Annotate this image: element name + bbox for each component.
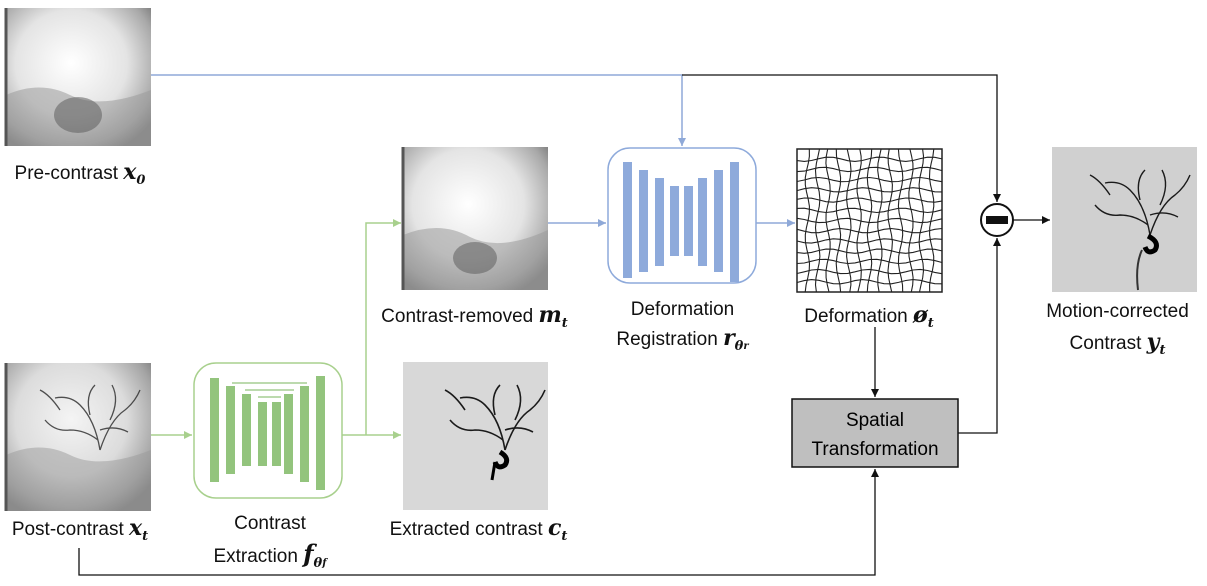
grid-col-11 xyxy=(908,148,914,293)
green-layer-4 xyxy=(272,402,281,466)
grid-col-12 xyxy=(918,148,925,293)
label-motion-corrected: Motion-corrected Contrast yt xyxy=(1046,301,1189,358)
extracted-contrast-image xyxy=(403,362,548,510)
grid-col-9 xyxy=(887,148,893,293)
grid-col-2 xyxy=(814,148,821,293)
subtract-operator xyxy=(980,203,1014,237)
green-layer-7 xyxy=(316,376,325,490)
grid-row-10 xyxy=(796,248,943,254)
contrast-removed-image xyxy=(401,147,548,290)
edge-extraction-to-removed xyxy=(365,219,401,435)
spatial-transformation-box xyxy=(791,398,959,468)
green-layer-3 xyxy=(258,402,267,466)
blue-layer-4 xyxy=(684,186,693,256)
blue-layer-6 xyxy=(714,170,723,272)
label-post-contrast: Post-contrast xt xyxy=(11,515,149,544)
pre-contrast-image xyxy=(4,8,151,146)
grid-col-7 xyxy=(866,148,873,293)
edge-spatial-to-subtract xyxy=(958,238,1001,434)
spatial-transformation-line1: Spatial xyxy=(846,410,904,431)
grid-col-6 xyxy=(856,148,862,293)
label-deformation: Deformation øt xyxy=(804,302,934,331)
blue-layer-3 xyxy=(670,186,679,256)
grid-row-13 xyxy=(796,279,943,285)
grid-col-10 xyxy=(897,148,904,293)
contrast-extraction-network xyxy=(193,362,343,499)
blue-layer-2 xyxy=(655,178,664,266)
green-layer-0 xyxy=(210,378,219,482)
edge-precontrast-to-subtract xyxy=(682,74,1001,202)
grid-col-4 xyxy=(835,148,842,293)
label-pre-contrast: Pre-contrast x0 xyxy=(14,159,146,188)
grid-row-5 xyxy=(796,197,943,203)
grid-row-3 xyxy=(796,176,943,183)
blue-layer-7 xyxy=(730,162,739,282)
grid-row-6 xyxy=(796,207,943,214)
grid-col-3 xyxy=(825,148,831,293)
grid-row-11 xyxy=(796,258,943,265)
grid-row-12 xyxy=(796,268,943,275)
grid-row-8 xyxy=(796,227,943,234)
grid-col-5 xyxy=(846,148,852,293)
blue-layer-1 xyxy=(639,170,648,272)
blue-layer-5 xyxy=(698,178,707,266)
green-layer-1 xyxy=(226,386,235,474)
edge-post-to-spatial xyxy=(78,469,879,576)
edge-precontrast-to-registration xyxy=(151,74,686,146)
grid-row-1 xyxy=(796,156,943,162)
deformation-field-image xyxy=(796,148,943,293)
green-layer-2 xyxy=(242,394,251,466)
grid-row-9 xyxy=(796,238,943,244)
label-extracted-contrast: Extracted contrast ct xyxy=(389,515,568,544)
label-contrast-extraction: Contrast Extraction fθf xyxy=(213,513,327,571)
label-deformation-registration: Deformation Registration rθr xyxy=(616,299,749,354)
post-contrast-image xyxy=(4,363,151,511)
motion-corrected-image xyxy=(1052,147,1197,292)
grid-col-8 xyxy=(877,148,883,293)
deformation-registration-network xyxy=(607,147,757,284)
label-contrast-removed: Contrast-removed mt xyxy=(381,302,568,331)
grid-row-4 xyxy=(796,187,943,193)
green-layer-5 xyxy=(284,394,293,474)
grid-row-2 xyxy=(796,166,943,173)
grid-col-13 xyxy=(928,148,935,293)
green-layer-6 xyxy=(300,386,309,482)
blue-layer-0 xyxy=(623,162,632,278)
spatial-transformation-line2: Transformation xyxy=(811,439,938,460)
